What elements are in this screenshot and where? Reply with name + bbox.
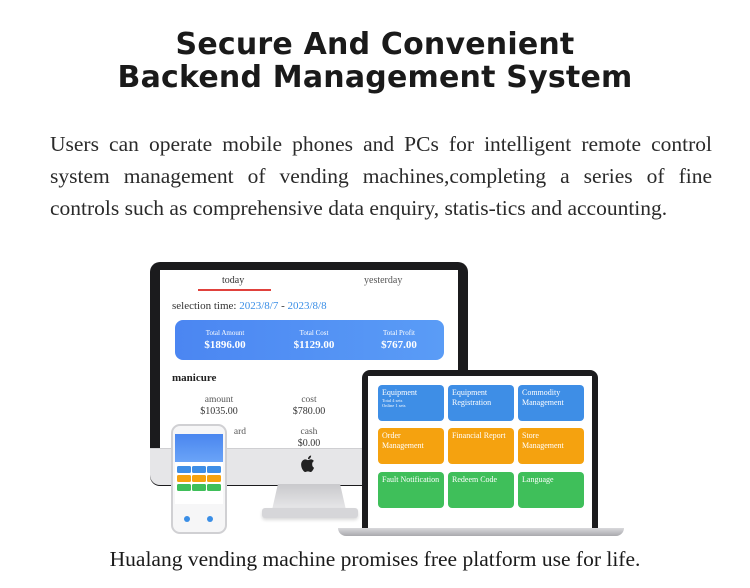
phone-tile[interactable] xyxy=(177,484,191,491)
tile-equipment[interactable]: Equipment Total 4 sets Online 1 sets xyxy=(378,385,444,421)
field-key: ard xyxy=(233,427,246,437)
field-cash: cash $0.00 xyxy=(264,426,354,450)
field-amount: amount $1035.00 xyxy=(174,394,264,418)
date-separator: - xyxy=(278,300,288,312)
phone-tile[interactable] xyxy=(177,466,191,473)
monitor-stand-base xyxy=(262,508,358,518)
stat-total-amount: Total Amount $1896.00 xyxy=(185,329,265,353)
headline-line-1: Secure And Convenient xyxy=(175,27,575,62)
selection-time-label: selection time: xyxy=(172,300,237,312)
tab-today-underline xyxy=(198,289,271,291)
phone-tile[interactable] xyxy=(207,475,221,482)
tile-label: Redeem Code xyxy=(452,475,498,484)
selection-time[interactable]: selection time: 2023/8/7 - 2023/8/8 xyxy=(172,300,327,312)
field-cost: cost $780.00 xyxy=(264,394,354,418)
phone-nav-home-icon[interactable] xyxy=(184,516,190,522)
phone-header xyxy=(175,434,223,462)
headline: Secure And Convenient Backend Management… xyxy=(0,28,750,94)
tile-language[interactable]: Language xyxy=(518,472,584,508)
phone-tile[interactable] xyxy=(177,475,191,482)
tile-label: Equipment Registration xyxy=(452,388,492,407)
phone-tile[interactable] xyxy=(192,466,206,473)
stat-total-cost: Total Cost $1129.00 xyxy=(274,329,354,353)
tile-sub-online: Online 1 sets xyxy=(382,403,406,408)
field-value: $0.00 xyxy=(297,438,321,449)
stat-total-profit: Total Profit $767.00 xyxy=(359,329,439,353)
totals-card xyxy=(175,320,444,360)
field-key: amount xyxy=(204,395,234,405)
stat-value: $1896.00 xyxy=(204,339,246,351)
phone-tile[interactable] xyxy=(192,475,206,482)
tile-label: Equipment xyxy=(382,388,418,397)
stat-label: Total Amount xyxy=(205,329,245,337)
tile-redeem-code[interactable]: Redeem Code xyxy=(448,472,514,508)
field-card: ard xyxy=(196,426,246,438)
phone-tile[interactable] xyxy=(207,466,221,473)
description-text: Users can operate mobile phones and PCs … xyxy=(50,132,712,220)
field-value: $1035.00 xyxy=(200,406,238,417)
tile-label: Order Management xyxy=(382,431,424,450)
monitor-stand xyxy=(272,484,346,510)
field-key: cash xyxy=(300,427,318,437)
phone-tile[interactable] xyxy=(207,484,221,491)
tile-label: Financial Report xyxy=(452,431,506,440)
stat-label: Total Profit xyxy=(383,329,415,337)
section-title: manicure xyxy=(172,372,217,384)
tile-label: Store Management xyxy=(522,431,564,450)
tile-store-management[interactable]: Store Management xyxy=(518,428,584,464)
date-start: 2023/8/7 xyxy=(239,300,279,312)
headline-line-2: Backend Management System xyxy=(117,60,633,95)
tile-sub-total: Total 4 sets xyxy=(382,398,403,403)
phone-nav-profile-icon[interactable] xyxy=(207,516,213,522)
tile-order-management[interactable]: Order Management xyxy=(378,428,444,464)
field-value: $780.00 xyxy=(292,406,326,417)
date-end: 2023/8/8 xyxy=(287,300,327,312)
phone-tile[interactable] xyxy=(192,484,206,491)
tile-label: Language xyxy=(522,475,554,484)
tile-label: Fault Notification xyxy=(382,475,440,484)
laptop-base xyxy=(338,528,624,536)
stat-value: $767.00 xyxy=(381,339,417,351)
tile-financial-report[interactable]: Financial Report xyxy=(448,428,514,464)
field-key: cost xyxy=(301,395,317,405)
tile-fault-notification[interactable]: Fault Notification xyxy=(378,472,444,508)
tile-commodity-management[interactable]: Commodity Management xyxy=(518,385,584,421)
tile-equipment-registration[interactable]: Equipment Registration xyxy=(448,385,514,421)
tab-yesterday[interactable]: yesterday xyxy=(364,275,403,286)
stat-value: $1129.00 xyxy=(293,339,335,351)
footer-text: Hualang vending machine promises free pl… xyxy=(109,547,641,571)
tile-label: Commodity Management xyxy=(522,388,564,407)
stat-label: Total Cost xyxy=(299,329,329,337)
tab-today[interactable]: today xyxy=(222,275,245,286)
apple-logo-icon xyxy=(301,455,315,472)
